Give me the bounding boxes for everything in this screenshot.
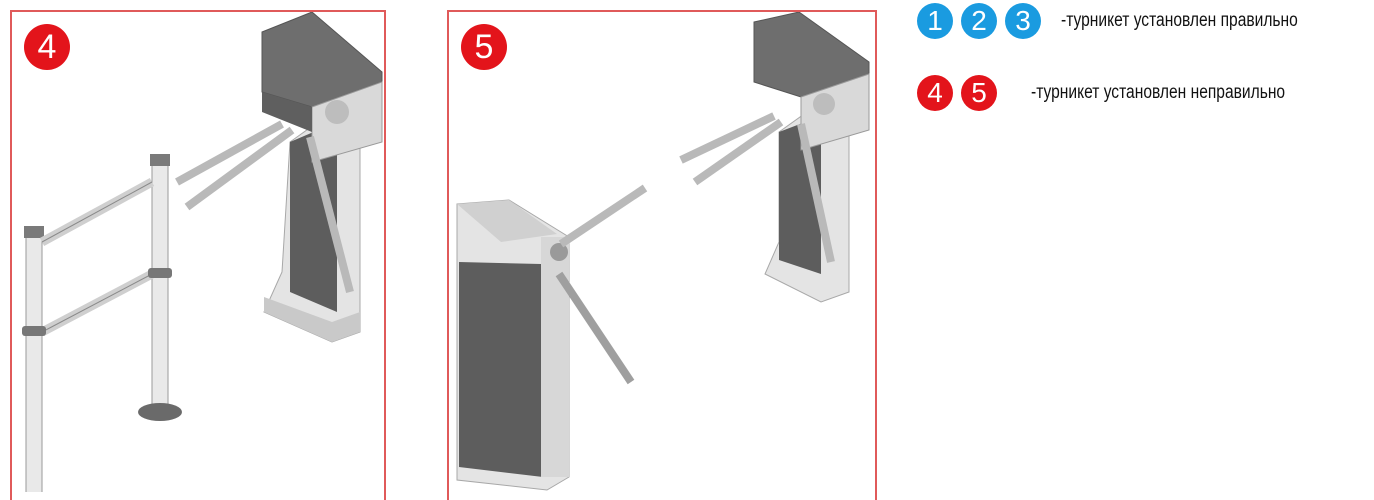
- illustration-panel-5: 5: [447, 10, 877, 500]
- legend-badge-3: 3: [1005, 3, 1041, 39]
- legend-incorrect: 4 5 -турникет установлен неправильно: [917, 75, 1341, 111]
- legend-badge-4: 4: [917, 75, 953, 111]
- legend-badge-5: 5: [961, 75, 997, 111]
- legend-correct: 1 2 3 -турникет установлен правильно: [917, 3, 1350, 39]
- panel-5-badge: 5: [461, 24, 507, 70]
- legend-badge-1: 1: [917, 3, 953, 39]
- legend-correct-text: -турникет установлен правильно: [1061, 10, 1298, 31]
- turnstile-5-front: [456, 184, 648, 491]
- turnstile-4: [175, 12, 383, 343]
- railing: [22, 154, 182, 492]
- legend-incorrect-text: -турникет установлен неправильно: [1031, 82, 1286, 103]
- two-turnstiles-illustration: [456, 12, 870, 491]
- turnstile-5-back: [679, 12, 870, 303]
- panel-4-badge: 4: [24, 24, 70, 70]
- turnstile-with-railing-illustration: [22, 12, 383, 492]
- legend-badge-2: 2: [961, 3, 997, 39]
- illustration-panel-4: 4: [10, 10, 386, 500]
